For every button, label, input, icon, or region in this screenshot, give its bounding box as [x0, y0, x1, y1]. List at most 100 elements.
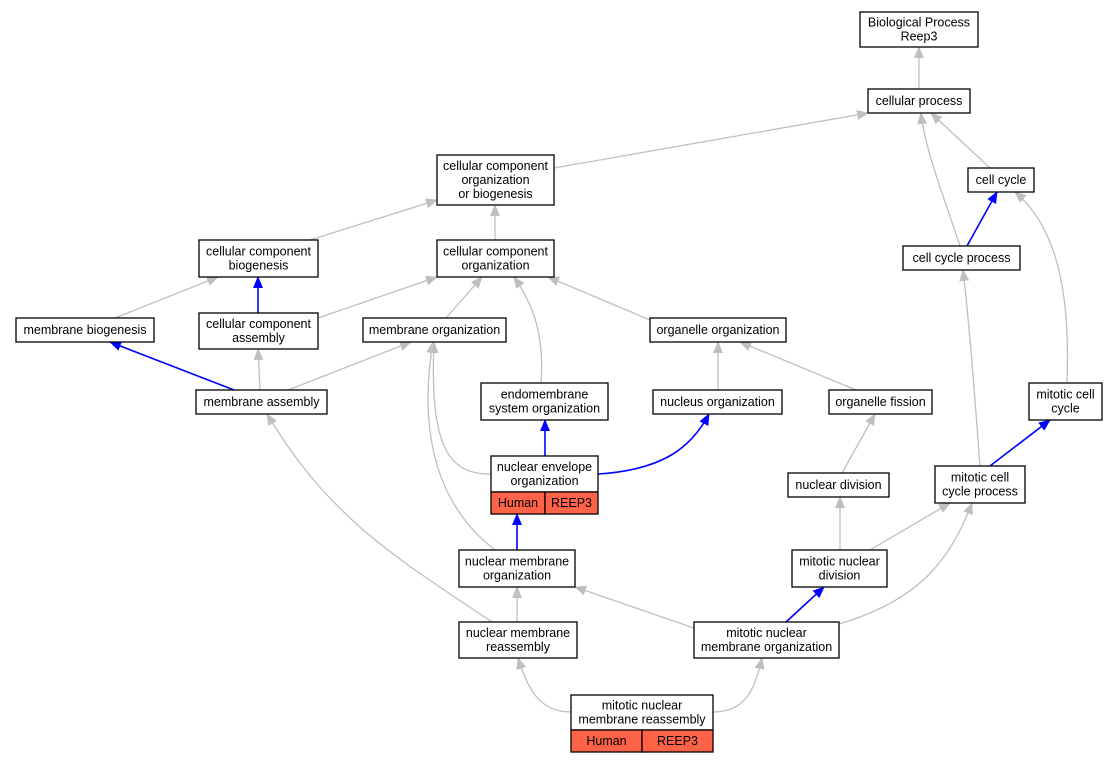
node-label-line: cycle process	[942, 485, 1018, 499]
node-label-line: organelle fission	[835, 395, 925, 409]
node-label-line: nucleus organization	[660, 395, 775, 409]
edge-mnmo-to-mnd	[785, 586, 825, 623]
node-label-line: organization	[461, 173, 529, 187]
node-box	[195, 389, 328, 415]
node-box	[649, 317, 787, 343]
node-label-line: Reep3	[901, 30, 938, 44]
edge-ccob-to-cp	[553, 109, 869, 169]
node-box	[1028, 382, 1103, 421]
edge-mccp-to-ccp	[959, 269, 981, 467]
node-cp[interactable]: cellular process	[867, 88, 971, 114]
node-of[interactable]: organelle fission	[828, 389, 933, 415]
node-label-line: membrane organization	[701, 640, 832, 654]
node-box	[490, 455, 599, 493]
edge-nmo-to-mo	[426, 341, 496, 551]
node-label-line: organization	[461, 259, 529, 273]
node-mb[interactable]: membrane biogenesis	[15, 317, 155, 343]
node-no[interactable]: nucleus organization	[652, 389, 783, 415]
edge-cc-to-cp	[930, 112, 991, 169]
edge-ccb-to-ccob	[309, 198, 438, 241]
node-label-line: Biological Process	[868, 16, 970, 30]
node-label-line: cycle	[1051, 402, 1080, 416]
edge-nmr-to-ma	[266, 413, 493, 623]
node-nd[interactable]: nuclear division	[787, 472, 890, 498]
edge-eso-to-cco	[513, 276, 543, 384]
node-label-line: membrane organization	[369, 323, 500, 337]
edge-ccp-to-cc	[966, 191, 998, 247]
edge-mnmr-to-mnmo	[712, 657, 765, 713]
node-ma[interactable]: membrane assembly	[195, 389, 328, 415]
node-box	[867, 88, 971, 114]
node-label-line: organization	[510, 474, 578, 488]
edge-ma-to-mb	[109, 341, 235, 391]
annotation-species: Human	[498, 496, 538, 510]
node-box	[902, 245, 1021, 271]
node-box	[458, 549, 576, 588]
node-ccp[interactable]: cell cycle process	[902, 245, 1021, 271]
node-label-line: cellular process	[876, 94, 963, 108]
node-label-line: membrane assembly	[203, 395, 320, 409]
node-label-line: assembly	[232, 331, 286, 345]
node-box	[693, 621, 840, 659]
node-box	[934, 465, 1026, 504]
node-cc[interactable]: cell cycle	[967, 167, 1035, 193]
node-box	[967, 167, 1035, 193]
node-box	[652, 389, 783, 415]
node-oo[interactable]: organelle organization	[649, 317, 787, 343]
annotation-cell	[641, 729, 714, 753]
edge-ma-to-cca	[253, 348, 264, 391]
node-mo[interactable]: membrane organization	[362, 317, 507, 343]
edge-mccp-to-mcc	[989, 419, 1051, 467]
node-label-line: cellular component	[206, 245, 311, 259]
node-label-line: cell cycle	[976, 173, 1027, 187]
node-box	[570, 694, 714, 731]
node-label-line: reassembly	[486, 640, 551, 654]
edge-mnmr-to-nmr	[516, 657, 572, 713]
node-label-line: or biogenesis	[458, 187, 532, 201]
edge-nd-to-of	[841, 413, 876, 474]
edge-ma-to-mo	[287, 341, 412, 391]
edge-neo-to-no	[597, 413, 710, 475]
node-label-line: mitotic nuclear	[799, 555, 880, 569]
node-label-line: division	[819, 569, 861, 583]
edge-mo-to-cco	[445, 276, 483, 319]
node-label-line: system organization	[489, 402, 600, 416]
edge-neo-to-mo	[428, 341, 492, 475]
node-box	[791, 549, 888, 588]
node-label-line: biogenesis	[229, 259, 289, 273]
node-label-line: organelle organization	[656, 323, 779, 337]
annotation-species: Human	[586, 734, 626, 748]
node-label-line: cell cycle process	[913, 251, 1011, 265]
node-box	[787, 472, 890, 498]
annotation-gene: REEP3	[551, 496, 592, 510]
edge-mcc-to-cc	[1014, 191, 1069, 384]
node-label-line: nuclear division	[795, 478, 881, 492]
node-label-line: membrane reassembly	[578, 713, 706, 727]
edge-cca-to-cco	[317, 275, 438, 319]
node-label-line: mitotic nuclear	[602, 699, 683, 713]
node-box	[198, 239, 319, 278]
node-label-line: cellular component	[443, 159, 548, 173]
edge-ccp-to-cp	[917, 112, 961, 247]
node-label-line: mitotic cell	[951, 471, 1009, 485]
edge-mnmo-to-mccp	[838, 502, 973, 625]
node-box	[15, 317, 155, 343]
node-box	[362, 317, 507, 343]
node-label-line: cellular component	[206, 317, 311, 331]
node-label-line: endomembrane	[501, 388, 589, 402]
